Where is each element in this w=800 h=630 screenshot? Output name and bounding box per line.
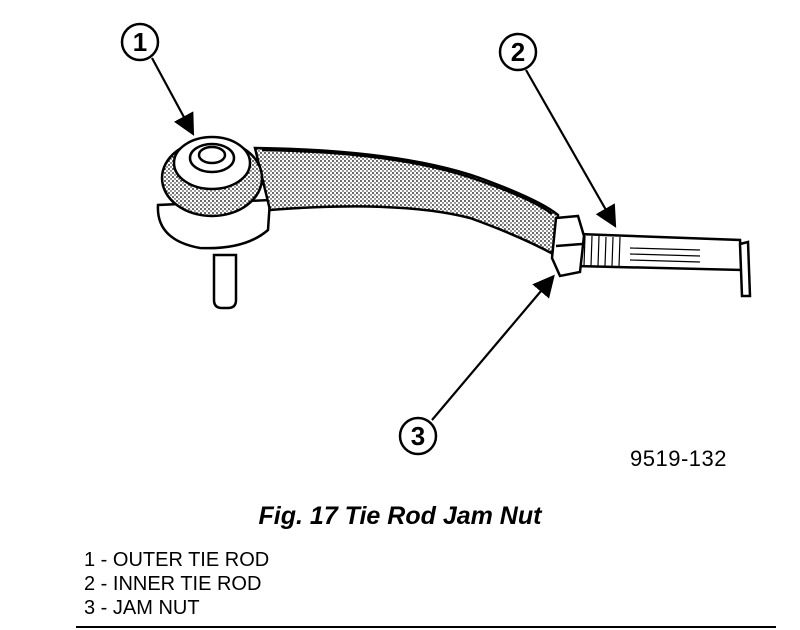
divider-rule (76, 626, 776, 628)
jam-nut (550, 214, 586, 278)
figure-caption: Fig. 17 Tie Rod Jam Nut (258, 502, 542, 530)
legend: 1 - OUTER TIE ROD 2 - INNER TIE ROD 3 - … (84, 548, 269, 620)
svg-text:3: 3 (411, 421, 425, 451)
svg-text:2: 2 (511, 37, 525, 67)
callout-3: 3 (398, 274, 555, 456)
callout-2: 2 (498, 32, 617, 228)
legend-item: 2 - INNER TIE ROD (84, 573, 262, 595)
legend-item: 3 - JAM NUT (84, 597, 200, 619)
tie-rod-illustration: 1 2 3 (120, 22, 752, 456)
outer-tie-rod (156, 135, 560, 310)
legend-item: 1 - OUTER TIE ROD (84, 549, 270, 571)
inner-tie-rod (574, 232, 752, 298)
figure-code: 9519-132 (630, 446, 727, 471)
svg-text:1: 1 (133, 27, 147, 57)
callout-1: 1 (120, 22, 195, 136)
